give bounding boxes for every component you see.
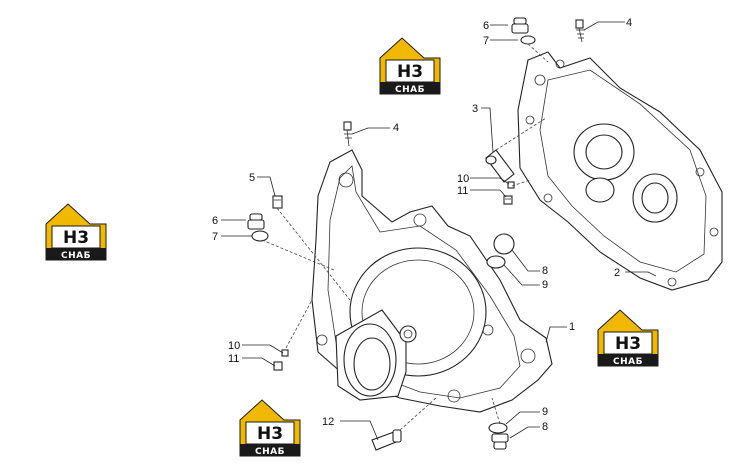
callout-3: 3 bbox=[472, 103, 478, 115]
callout-8-b: 8 bbox=[542, 421, 548, 433]
part-8-plug-b bbox=[491, 433, 509, 450]
callout-9-b: 9 bbox=[542, 406, 548, 418]
leader-lines bbox=[221, 21, 657, 441]
logo-right-mark: H3 bbox=[615, 334, 641, 354]
callout-7-a: 7 bbox=[483, 35, 489, 47]
logo-top-caption: СНАБ bbox=[395, 85, 425, 95]
logo-right: H3 СНАБ bbox=[597, 309, 659, 367]
part-7-washer-b bbox=[251, 230, 269, 242]
part-11-screw-a bbox=[503, 195, 513, 205]
callout-7-b: 7 bbox=[212, 231, 218, 243]
part-11-screw-b bbox=[273, 361, 283, 371]
callout-8-a: 8 bbox=[542, 265, 548, 277]
part-5-screw bbox=[272, 195, 283, 209]
callout-10-a: 10 bbox=[457, 173, 469, 185]
part-8-cap-a bbox=[493, 233, 515, 255]
part-6-plug-b bbox=[247, 213, 265, 230]
part-6-plug-a bbox=[511, 17, 529, 34]
part-1-front-cover bbox=[311, 149, 553, 413]
part-3-dowel-pin bbox=[485, 149, 515, 183]
logo-left-caption: СНАБ bbox=[61, 251, 91, 261]
callout-6-a: 6 bbox=[483, 20, 489, 32]
callout-11-b: 11 bbox=[228, 353, 239, 365]
part-7-washer-a bbox=[520, 35, 536, 45]
logo-top-mark: H3 bbox=[397, 62, 423, 82]
part-4-screw-a bbox=[575, 19, 585, 43]
part-10-screw-b bbox=[281, 349, 289, 357]
part-12-bolt bbox=[371, 429, 402, 451]
logo-top: H3 СНАБ bbox=[379, 37, 441, 95]
callout-5: 5 bbox=[249, 172, 255, 184]
callout-4-a: 4 bbox=[626, 17, 632, 29]
logo-left-mark: H3 bbox=[63, 228, 89, 248]
part-9-washer-a bbox=[486, 255, 506, 269]
callout-labels: 6 7 4 3 10 11 2 4 5 6 7 8 9 1 10 11 12 9… bbox=[212, 17, 632, 433]
callout-10-b: 10 bbox=[228, 340, 240, 352]
part-4-screw-b bbox=[343, 121, 352, 147]
logo-bottom: H3 СНАБ bbox=[239, 399, 301, 457]
callout-9-a: 9 bbox=[542, 279, 548, 291]
callout-1: 1 bbox=[569, 321, 575, 333]
callout-6-b: 6 bbox=[212, 215, 218, 227]
part-9-washer-b bbox=[488, 422, 508, 434]
logo-right-caption: СНАБ bbox=[613, 357, 643, 367]
logo-bottom-caption: СНАБ bbox=[255, 447, 285, 457]
part-2-rear-housing bbox=[517, 51, 723, 291]
callout-2: 2 bbox=[614, 267, 620, 279]
callout-11-a: 11 bbox=[457, 185, 468, 197]
callout-4-b: 4 bbox=[393, 122, 399, 134]
logo-bottom-mark: H3 bbox=[257, 424, 283, 444]
logo-left: H3 СНАБ bbox=[45, 203, 107, 261]
part-10-screw-a bbox=[507, 181, 515, 189]
callout-12: 12 bbox=[322, 416, 334, 428]
